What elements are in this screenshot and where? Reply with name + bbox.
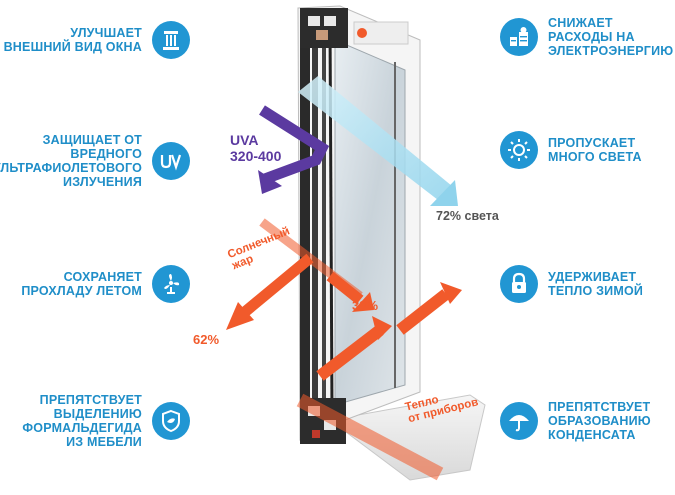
- uva-arrow: [259, 105, 330, 186]
- uva-range-text: 320-400: [230, 148, 282, 164]
- feature-label: ПРЕПЯТСТВУЕТ ВЫДЕЛЕНИЮ ФОРМАЛЬДЕГИДА ИЗ …: [22, 393, 142, 449]
- light-beam: [298, 76, 452, 200]
- frame-profile-outer: [300, 8, 310, 440]
- heat-reflect-pct: 62%: [193, 332, 220, 347]
- device-heat-return-1: [316, 325, 384, 381]
- feature-label: СНИЖАЕТ РАСХОДЫ НА ЭЛЕКТРОЭНЕРГИЮ: [548, 16, 674, 58]
- feature-keeps-warm: УДЕРЖИВАЕТ ТЕПЛО ЗИМОЙ: [500, 262, 643, 306]
- umbrella-icon: [500, 402, 538, 440]
- feature-improves-appearance: УЛУЧШАЕТ ВНЕШНИЙ ВИД ОКНА: [4, 18, 190, 62]
- frame-profile-third: [322, 20, 326, 425]
- feature-prevents-condensation: ПРЕПЯТСТВУЕТ ОБРАЗОВАНИЮ КОНДЕНСАТА: [500, 398, 651, 444]
- feature-label: ЗАЩИЩАЕТ ОТ ВРЕДНОГО УЛЬТРАФИОЛЕТОВОГО И…: [0, 133, 142, 189]
- device-heat-return-2: [396, 289, 450, 335]
- feature-lets-light: ПРОПУСКАЕТ МНОГО СВЕТА: [500, 128, 642, 172]
- lock-icon: [500, 265, 538, 303]
- feature-label: УДЕРЖИВАЕТ ТЕПЛО ЗИМОЙ: [548, 270, 644, 298]
- uva-label: UVA 320-400: [230, 132, 281, 164]
- uv-icon: [152, 142, 190, 180]
- feature-formaldehyde: ПРЕПЯТСТВУЕТ ВЫДЕЛЕНИЮ ФОРМАЛЬДЕГИДА ИЗ …: [22, 392, 190, 450]
- top-profile: [300, 8, 348, 48]
- heat-reflect-arrow: [236, 253, 314, 321]
- coins-icon: [500, 18, 538, 56]
- column-icon: [152, 21, 190, 59]
- sun-icon: [500, 131, 538, 169]
- logo-badge: [353, 21, 409, 45]
- feature-label: ПРОПУСКАЕТ МНОГО СВЕТА: [548, 136, 642, 164]
- feature-saves-energy: СНИЖАЕТ РАСХОДЫ НА ЭЛЕКТРОЭНЕРГИЮ: [500, 14, 673, 60]
- heat-pass-pct: 38%: [352, 298, 379, 313]
- fan-icon: [152, 265, 190, 303]
- feature-label: УЛУЧШАЕТ ВНЕШНИЙ ВИД ОКНА: [3, 26, 142, 54]
- uva-label-text: UVA: [230, 132, 259, 148]
- heat-pass-arrow: [326, 271, 364, 305]
- frame-profile-inner: [312, 14, 318, 434]
- device-heat-beam: [296, 393, 444, 481]
- feature-label: ПРЕПЯТСТВУЕТ ОБРАЗОВАНИЮ КОНДЕНСАТА: [548, 400, 651, 442]
- light-label: 72% света: [436, 209, 499, 223]
- pane-edge-1: [328, 23, 334, 411]
- feature-keeps-cool: СОХРАНЯЕТ ПРОХЛАДУ ЛЕТОМ: [21, 262, 190, 306]
- feature-uv-protection: ЗАЩИЩАЕТ ОТ ВРЕДНОГО УЛЬТРАФИОЛЕТОВОГО И…: [0, 132, 190, 190]
- window-sill: [328, 394, 486, 481]
- feature-label: СОХРАНЯЕТ ПРОХЛАДУ ЛЕТОМ: [21, 270, 142, 298]
- shield-leaf-icon: [152, 402, 190, 440]
